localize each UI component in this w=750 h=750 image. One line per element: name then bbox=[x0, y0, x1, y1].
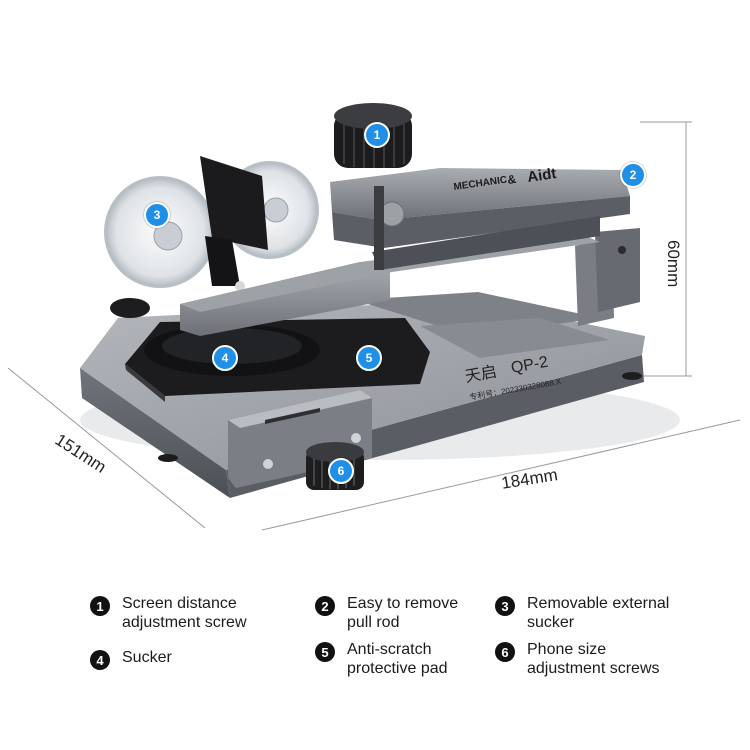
legend-number: 4 bbox=[90, 650, 110, 670]
legend-item-2: 2 Easy to remove pull rod bbox=[315, 594, 458, 632]
legend-number: 2 bbox=[315, 596, 335, 616]
pull-handle bbox=[200, 156, 268, 291]
legend-item-4: 4 Sucker bbox=[90, 648, 172, 670]
separator-tool-illustration: MECHANIC & Aidt 天启 QP-2 专利号：202330328088… bbox=[7, 103, 741, 531]
legend-text: Anti-scratch protective pad bbox=[347, 641, 448, 677]
legend-item-1: 1 Screen distance adjustment screw bbox=[90, 594, 247, 632]
base-plate-side bbox=[80, 368, 230, 498]
model-text: QP-2 bbox=[510, 354, 550, 377]
dimension-lines bbox=[7, 121, 741, 531]
legend-number: 1 bbox=[90, 596, 110, 616]
legend-text: Screen distance adjustment screw bbox=[122, 595, 247, 631]
callout-3: 3 bbox=[144, 202, 170, 228]
callout-6: 6 bbox=[328, 458, 354, 484]
legend-text: Sucker bbox=[122, 649, 172, 666]
dimension-height-label: 60mm bbox=[664, 240, 683, 288]
legend-text: Phone size adjustment screws bbox=[527, 641, 660, 677]
brand-right-text: Aidt bbox=[526, 165, 557, 186]
feature-legend: 1 Screen distance adjustment screw 2 Eas… bbox=[0, 588, 750, 698]
callout-2: 2 bbox=[620, 162, 646, 188]
legend-item-3: 3 Removable external sucker bbox=[495, 594, 669, 632]
legend-number: 6 bbox=[495, 642, 515, 662]
legend-text: Easy to remove pull rod bbox=[347, 595, 459, 631]
legend-item-5: 5 Anti-scratch protective pad bbox=[315, 640, 448, 678]
pull-rod-arm bbox=[180, 168, 630, 336]
product-photo: MECHANIC & Aidt 天启 QP-2 专利号：202330328088… bbox=[7, 103, 741, 531]
brand-amp-text: & bbox=[506, 172, 517, 187]
legend-number: 5 bbox=[315, 642, 335, 662]
legend-text: Removable external sucker bbox=[527, 595, 670, 631]
legend-number: 3 bbox=[495, 596, 515, 616]
callout-4: 4 bbox=[212, 345, 238, 371]
callout-5: 5 bbox=[356, 345, 382, 371]
callout-1: 1 bbox=[364, 122, 390, 148]
legend-item-6: 6 Phone size adjustment screws bbox=[495, 640, 660, 678]
